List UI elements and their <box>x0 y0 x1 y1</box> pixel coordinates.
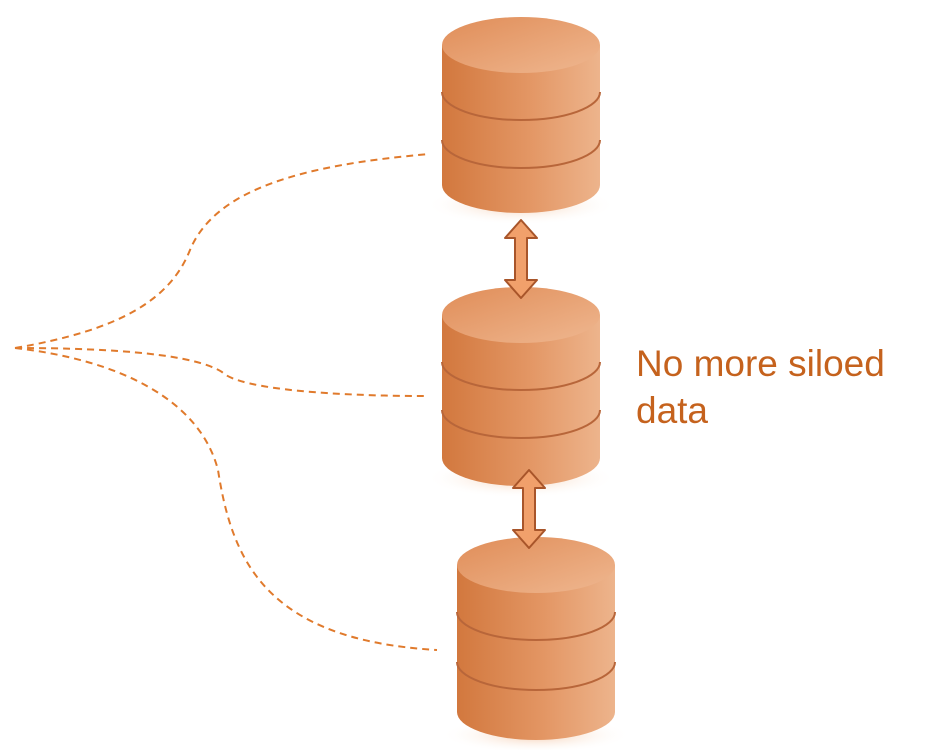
connector-to-bottom-database <box>14 347 438 651</box>
caption-line-2: data <box>636 390 709 431</box>
database-icon <box>426 17 616 225</box>
connector-to-middle-database <box>14 347 426 397</box>
database-icon <box>441 537 631 750</box>
connector-lines <box>14 153 438 651</box>
connector-to-top-database <box>14 153 431 349</box>
caption-text: No more siloed data <box>636 340 926 434</box>
database-icon <box>426 287 616 498</box>
caption-line-1: No more siloed <box>636 343 885 384</box>
bidirectional-arrow-icon <box>512 469 546 549</box>
bidirectional-arrow-icon <box>504 219 538 299</box>
